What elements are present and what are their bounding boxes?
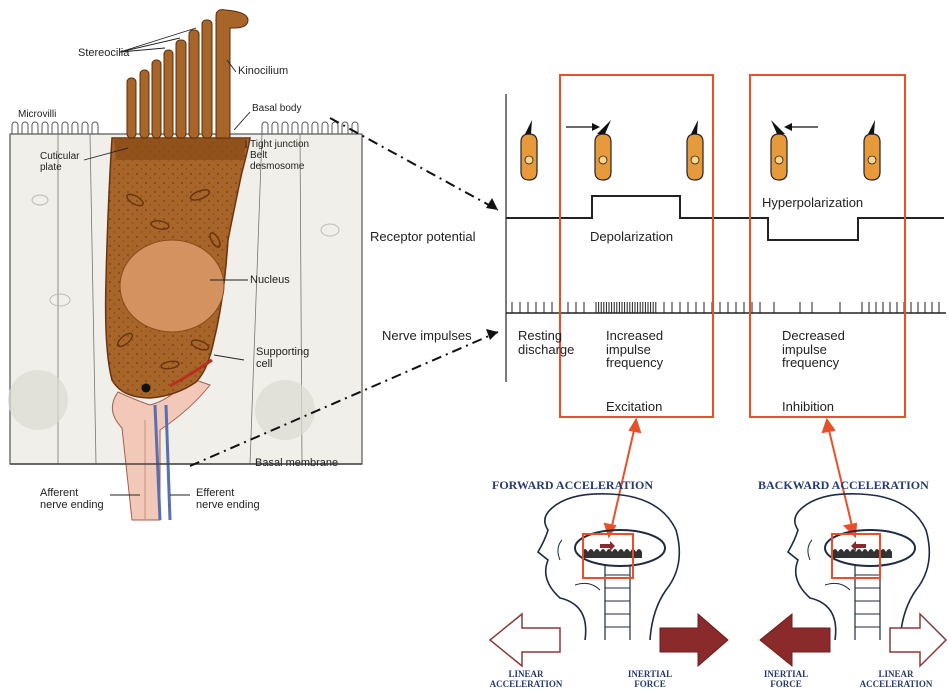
forward-acceleration-title: FORWARD ACCELERATION (492, 479, 653, 491)
backward-acceleration-title: BACKWARD ACCELERATION (758, 479, 929, 491)
label-kinocilium: Kinocilium (238, 66, 288, 78)
label-inhibition: Inhibition (782, 400, 834, 414)
label-efferent-nerve-ending: Efferent nerve ending (196, 488, 260, 511)
microvilli-left (12, 122, 98, 134)
hair-cell-icon-excited (595, 120, 611, 180)
label-basal-body: Basal body (252, 104, 301, 115)
label-tight-junction: Tight junction (250, 140, 309, 151)
microvilli-right (262, 122, 358, 134)
backward-inertial-force-label: INERTIAL FORCE (746, 670, 826, 690)
backward-head-illustration (788, 494, 929, 640)
receptor-potential-trace (506, 196, 944, 240)
nucleus (120, 240, 224, 332)
label-resting-discharge: Resting discharge (518, 329, 574, 356)
label-cuticular-plate: Cuticular plate (40, 152, 79, 173)
forward-inertial-force-label: INERTIAL FORCE (610, 670, 690, 690)
label-depolarization: Depolarization (590, 230, 673, 244)
label-stereocilia: Stereocilia (78, 48, 129, 60)
label-basal-membrane: Basal membrane (255, 458, 338, 470)
label-microvilli: Microvilli (18, 110, 56, 121)
stereocilia-bundle (127, 20, 212, 138)
forward-head-illustration (538, 494, 679, 640)
hair-cell-illustration (8, 10, 362, 520)
inertial-force-arrow-forward (660, 614, 728, 666)
hair-cell-icon-inhibited (771, 120, 787, 180)
label-supporting-cell: Supporting cell (256, 347, 309, 370)
label-hyperpolarization: Hyperpolarization (762, 196, 863, 210)
response-diagram (506, 75, 946, 417)
hair-cell-icon-rest-3 (864, 120, 880, 180)
label-nucleus: Nucleus (250, 275, 290, 287)
label-excitation: Excitation (606, 400, 662, 414)
hair-cell-icon-rest (521, 120, 537, 180)
label-afferent-nerve-ending: Afferent nerve ending (40, 488, 104, 511)
backward-linear-acceleration-label: LINEAR ACCELERATION (848, 670, 944, 690)
linear-acceleration-arrow-forward (490, 614, 560, 666)
label-increased-frequency: Increased impulse frequency (606, 329, 663, 370)
label-receptor-potential: Receptor potential (370, 230, 476, 244)
impulse-ticks (512, 302, 939, 313)
label-nerve-impulses: Nerve impulses (382, 329, 472, 343)
inertial-force-arrow-backward (760, 614, 830, 666)
hair-cell-icon-rest-2 (687, 120, 703, 180)
linear-acceleration-arrow-backward (890, 614, 946, 666)
label-decreased-frequency: Decreased impulse frequency (782, 329, 845, 370)
label-belt-desmosome: Belt desmosome (250, 151, 304, 172)
synaptic-ribbon (142, 384, 151, 393)
forward-linear-acceleration-label: LINEAR ACCELERATION (478, 670, 574, 690)
cuticular-plate (114, 138, 246, 160)
